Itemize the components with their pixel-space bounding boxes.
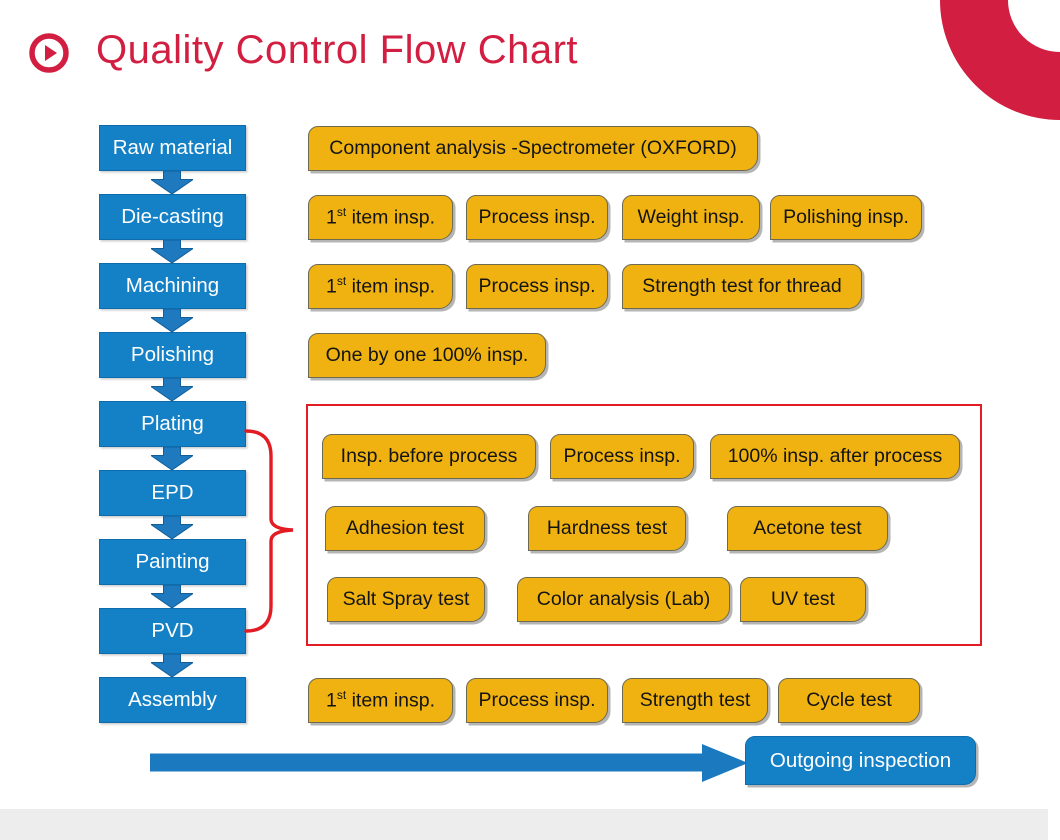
- inspection-salt-spray-test: Salt Spray test: [327, 577, 485, 622]
- step-label: Assembly: [128, 688, 217, 711]
- inspection-label: Strength test: [639, 689, 751, 711]
- step-assembly: Assembly: [99, 677, 246, 723]
- inspection-process: Process insp.: [466, 678, 608, 723]
- right-arrow-icon: [150, 744, 748, 782]
- inspection-process: Process insp.: [466, 264, 608, 309]
- down-arrow-icon: [151, 378, 193, 401]
- inspection-label: Acetone test: [753, 517, 862, 539]
- outgoing-label: Outgoing inspection: [769, 748, 952, 772]
- inspection-label: Salt Spray test: [342, 588, 470, 610]
- inspection-label: Weight insp.: [637, 206, 745, 228]
- down-arrow-icon: [151, 585, 193, 608]
- inspection-hardness-test: Hardness test: [528, 506, 686, 551]
- inspection-label: 1st item insp.: [325, 273, 436, 298]
- inspection-color-analysis: Color analysis (Lab): [517, 577, 730, 622]
- inspection-cycle-test: Cycle test: [778, 678, 920, 723]
- inspection-strength-thread: Strength test for thread: [622, 264, 862, 309]
- step-label: Painting: [135, 550, 210, 573]
- step-epd: EPD: [99, 470, 246, 516]
- outgoing-inspection-box: Outgoing inspection: [745, 736, 976, 785]
- step-label: Machining: [125, 274, 220, 297]
- inspection-label: One by one 100% insp.: [325, 344, 529, 366]
- inspection-label: 1st item insp.: [325, 204, 436, 229]
- inspection-polishing: Polishing insp.: [770, 195, 922, 240]
- down-arrow-icon: [151, 171, 193, 194]
- step-label: EPD: [151, 481, 194, 504]
- step-label: Plating: [141, 412, 204, 435]
- inspection-label: Process insp.: [563, 445, 681, 467]
- inspection-label: UV test: [771, 588, 835, 610]
- step-label: Die-casting: [121, 205, 224, 228]
- inspection-label: Color analysis (Lab): [536, 588, 711, 610]
- inspection-acetone-test: Acetone test: [727, 506, 888, 551]
- inspection-label: Process insp.: [478, 275, 596, 297]
- inspection-label: Strength test for thread: [642, 275, 842, 297]
- corner-ring-decoration: [940, 0, 1060, 120]
- inspection-process: Process insp.: [550, 434, 694, 479]
- inspection-first-item: 1st item insp.: [308, 264, 453, 309]
- down-arrow-icon: [151, 309, 193, 332]
- step-pvd: PVD: [99, 608, 246, 654]
- inspection-label: Cycle test: [806, 689, 892, 711]
- inspection-process: Process insp.: [466, 195, 608, 240]
- step-polishing: Polishing: [99, 332, 246, 378]
- step-label: Raw material: [112, 136, 233, 159]
- inspection-one-by-one: One by one 100% insp.: [308, 333, 546, 378]
- inspection-adhesion-test: Adhesion test: [325, 506, 485, 551]
- inspection-before-process: Insp. before process: [322, 434, 536, 479]
- page-title: Quality Control Flow Chart: [96, 28, 579, 72]
- down-arrow-icon: [151, 240, 193, 263]
- inspection-label: Polishing insp.: [783, 206, 909, 228]
- step-label: Polishing: [130, 343, 215, 366]
- inspection-first-item: 1st item insp.: [308, 678, 453, 723]
- inspection-strength-test: Strength test: [622, 678, 768, 723]
- down-arrow-icon: [151, 654, 193, 677]
- step-plating: Plating: [99, 401, 246, 447]
- step-painting: Painting: [99, 539, 246, 585]
- play-circle-icon: [29, 33, 69, 73]
- step-label: PVD: [151, 619, 194, 642]
- inspection-after-process: 100% insp. after process: [710, 434, 960, 479]
- inspection-label: 1st item insp.: [325, 687, 436, 712]
- group-brace: [244, 429, 294, 633]
- inspection-uv-test: UV test: [740, 577, 866, 622]
- inspection-first-item: 1st item insp.: [308, 195, 453, 240]
- step-die-casting: Die-casting: [99, 194, 246, 240]
- inspection-weight: Weight insp.: [622, 195, 760, 240]
- down-arrow-icon: [151, 516, 193, 539]
- inspection-label: Process insp.: [478, 689, 596, 711]
- inspection-component-analysis: Component analysis -Spectrometer (OXFORD…: [308, 126, 758, 171]
- step-machining: Machining: [99, 263, 246, 309]
- step-raw-material: Raw material: [99, 125, 246, 171]
- down-arrow-icon: [151, 447, 193, 470]
- surface-treatment-group-border: [306, 404, 982, 646]
- inspection-label: Adhesion test: [345, 517, 465, 539]
- inspection-label: Hardness test: [546, 517, 668, 539]
- inspection-label: Component analysis -Spectrometer (OXFORD…: [329, 137, 737, 159]
- inspection-label: Process insp.: [478, 206, 596, 228]
- bottom-strip-decoration: [0, 809, 1048, 840]
- inspection-label: Insp. before process: [340, 445, 518, 467]
- inspection-label: 100% insp. after process: [727, 445, 943, 467]
